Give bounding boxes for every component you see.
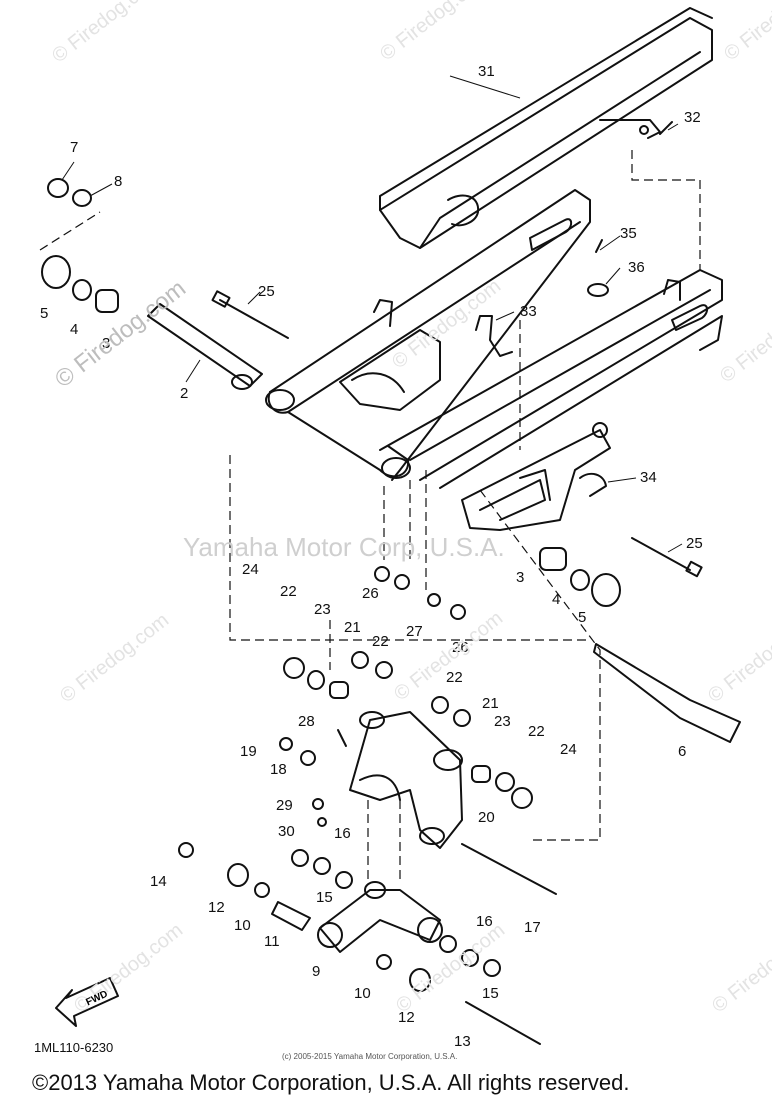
right-hardware bbox=[539, 547, 621, 607]
center-watermark: Yamaha Motor Corp, U.S.A. bbox=[183, 532, 505, 562]
callout-7: 7 bbox=[70, 139, 78, 156]
callout-10: 10 bbox=[234, 917, 251, 934]
callout-16: 16 bbox=[476, 913, 493, 930]
leader-lines bbox=[61, 75, 683, 553]
fwd-label: FWD bbox=[84, 989, 109, 1009]
callout-30: 30 bbox=[278, 823, 295, 840]
assembly-lines bbox=[39, 150, 701, 880]
callout-22: 22 bbox=[372, 633, 389, 650]
callout-4: 4 bbox=[552, 591, 560, 608]
callout-24: 24 bbox=[242, 561, 259, 578]
fineprint: (c) 2005-2015 Yamaha Motor Corporation, … bbox=[282, 1052, 458, 1061]
callout-23: 23 bbox=[314, 601, 331, 618]
callout-15: 15 bbox=[482, 985, 499, 1002]
callout-11: 11 bbox=[264, 933, 280, 950]
bracket-part bbox=[475, 315, 513, 357]
callout-29: 29 bbox=[276, 797, 293, 814]
callout-22: 22 bbox=[528, 723, 545, 740]
left-hardware bbox=[41, 178, 119, 313]
callout-8: 8 bbox=[114, 173, 122, 190]
callout-21: 21 bbox=[344, 619, 361, 636]
callout-36: 36 bbox=[628, 259, 645, 276]
callout-10: 10 bbox=[354, 985, 371, 1002]
callout-22: 22 bbox=[280, 583, 297, 600]
callout-4: 4 bbox=[70, 321, 78, 338]
callout-32: 32 bbox=[684, 109, 701, 126]
fwd-badge: FWD bbox=[84, 989, 109, 1009]
callout-3: 3 bbox=[516, 569, 524, 586]
pivot-shafts bbox=[147, 290, 741, 743]
callout-12: 12 bbox=[398, 1009, 415, 1026]
callout-24: 24 bbox=[560, 741, 577, 758]
callout-26: 26 bbox=[452, 639, 469, 656]
callout-5: 5 bbox=[578, 609, 586, 626]
chain-case-part bbox=[379, 7, 713, 249]
callout-31: 31 bbox=[478, 63, 495, 80]
small-hardware bbox=[178, 121, 673, 1045]
callout-labels: 2345678910111213141516171819202122232425… bbox=[40, 63, 703, 1050]
callout-16: 16 bbox=[334, 825, 351, 842]
callout-27: 27 bbox=[406, 623, 423, 640]
chain-guide-part bbox=[461, 422, 611, 531]
callout-6: 6 bbox=[678, 743, 686, 760]
callout-21: 21 bbox=[482, 695, 499, 712]
callout-15: 15 bbox=[316, 889, 333, 906]
callout-25: 25 bbox=[686, 535, 703, 552]
callout-22: 22 bbox=[446, 669, 463, 686]
callout-20: 20 bbox=[478, 809, 495, 826]
callout-18: 18 bbox=[270, 761, 287, 778]
callout-2: 2 bbox=[180, 385, 188, 402]
swing-arm-part bbox=[265, 189, 723, 489]
diagram-code: 1ML110-6230 bbox=[34, 1040, 114, 1055]
callout-17: 17 bbox=[524, 919, 541, 936]
callout-9: 9 bbox=[312, 963, 320, 980]
callout-3: 3 bbox=[102, 335, 110, 352]
copyright: ©2013 Yamaha Motor Corporation, U.S.A. A… bbox=[32, 1070, 630, 1095]
callout-26: 26 bbox=[362, 585, 379, 602]
fwd-arrow-icon bbox=[55, 977, 119, 1027]
callout-33: 33 bbox=[520, 303, 537, 320]
callout-28: 28 bbox=[298, 713, 315, 730]
callout-14: 14 bbox=[150, 873, 167, 890]
callout-12: 12 bbox=[208, 899, 225, 916]
connecting-rod-part bbox=[317, 881, 443, 953]
callout-13: 13 bbox=[454, 1033, 471, 1050]
callout-19: 19 bbox=[240, 743, 257, 760]
callout-35: 35 bbox=[620, 225, 637, 242]
callout-34: 34 bbox=[640, 469, 657, 486]
callout-23: 23 bbox=[494, 713, 511, 730]
relay-arm-part bbox=[349, 711, 463, 849]
callout-5: 5 bbox=[40, 305, 48, 322]
callout-25: 25 bbox=[258, 283, 275, 300]
